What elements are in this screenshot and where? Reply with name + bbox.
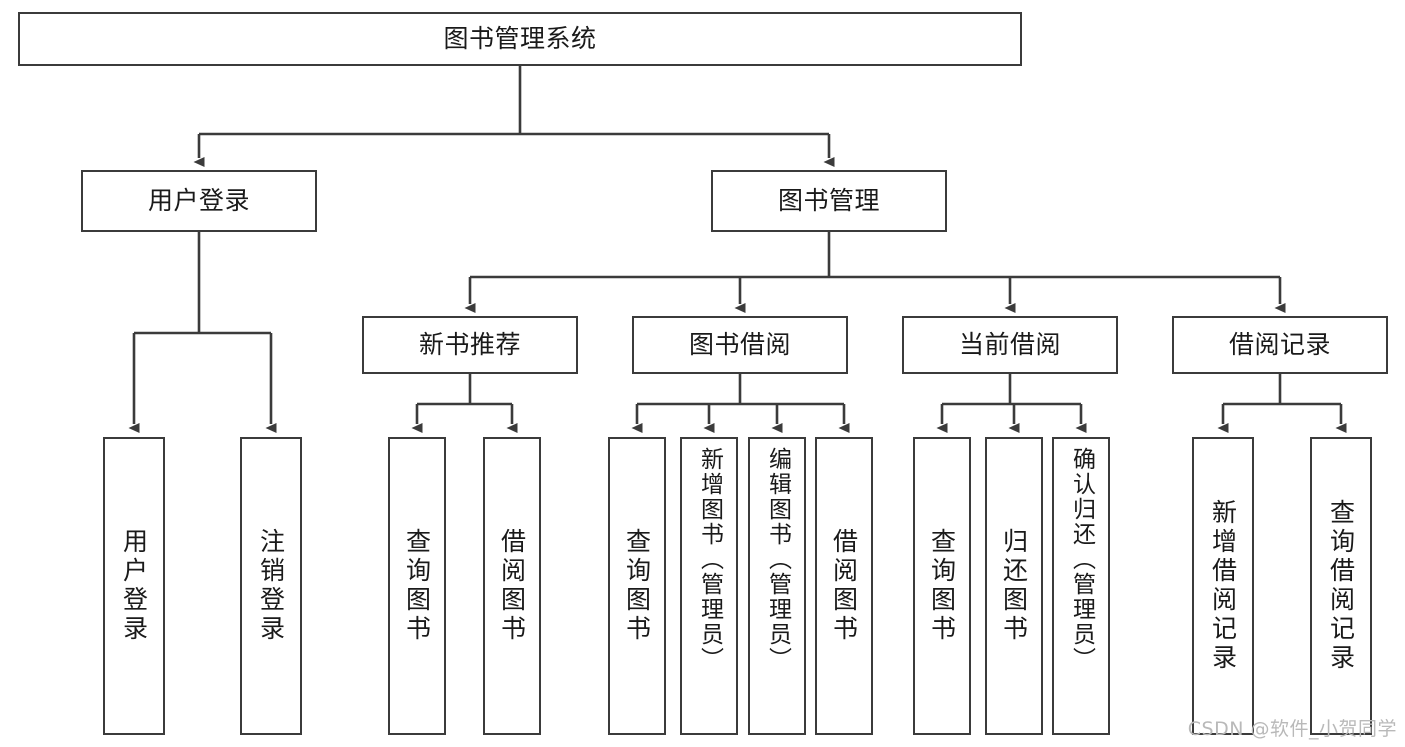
- node-root[interactable]: 图书管理系统: [18, 12, 1022, 66]
- node-leaf-borrow-book-2-label: 借阅图书: [829, 528, 859, 644]
- node-new-book-rec-label: 新书推荐: [418, 330, 521, 360]
- node-leaf-borrow-book-1[interactable]: 借阅图书: [483, 437, 541, 735]
- node-new-book-rec[interactable]: 新书推荐: [362, 316, 578, 374]
- node-leaf-confirm-return-label: 确认归还（管理员）: [1068, 447, 1095, 672]
- node-leaf-query-book-1[interactable]: 查询图书: [388, 437, 446, 735]
- node-leaf-query-book-3[interactable]: 查询图书: [913, 437, 971, 735]
- node-borrow-record[interactable]: 借阅记录: [1172, 316, 1388, 374]
- node-current-borrow-label: 当前借阅: [958, 330, 1061, 360]
- node-book-borrow-label: 图书借阅: [688, 330, 791, 360]
- watermark-text: CSDN @软件_小贺同学: [1187, 718, 1397, 740]
- node-leaf-query-book-3-label: 查询图书: [927, 528, 957, 644]
- node-leaf-user-login-label: 用户登录: [119, 528, 149, 644]
- node-leaf-query-book-2[interactable]: 查询图书: [608, 437, 666, 735]
- node-leaf-query-book-1-label: 查询图书: [402, 528, 432, 644]
- node-user-login-label: 用户登录: [147, 186, 250, 216]
- node-book-manage[interactable]: 图书管理: [711, 170, 947, 232]
- node-leaf-logout[interactable]: 注销登录: [240, 437, 302, 735]
- node-borrow-record-label: 借阅记录: [1228, 330, 1331, 360]
- node-leaf-add-record-label: 新增借阅记录: [1208, 499, 1238, 673]
- node-leaf-return-book[interactable]: 归还图书: [985, 437, 1043, 735]
- node-book-borrow[interactable]: 图书借阅: [632, 316, 848, 374]
- node-leaf-edit-book-label: 编辑图书（管理员）: [764, 447, 791, 672]
- node-leaf-add-book-label: 新增图书（管理员）: [696, 447, 723, 672]
- node-leaf-query-record-label: 查询借阅记录: [1326, 499, 1356, 673]
- node-leaf-confirm-return[interactable]: 确认归还（管理员）: [1052, 437, 1110, 735]
- node-leaf-edit-book[interactable]: 编辑图书（管理员）: [748, 437, 806, 735]
- node-leaf-add-book[interactable]: 新增图书（管理员）: [680, 437, 738, 735]
- node-leaf-borrow-book-2[interactable]: 借阅图书: [815, 437, 873, 735]
- node-leaf-borrow-book-1-label: 借阅图书: [497, 528, 527, 644]
- node-user-login[interactable]: 用户登录: [81, 170, 317, 232]
- node-leaf-add-record[interactable]: 新增借阅记录: [1192, 437, 1254, 735]
- node-book-manage-label: 图书管理: [777, 186, 880, 216]
- node-leaf-logout-label: 注销登录: [256, 528, 286, 644]
- node-leaf-return-book-label: 归还图书: [999, 528, 1029, 644]
- node-leaf-query-record[interactable]: 查询借阅记录: [1310, 437, 1372, 735]
- node-leaf-user-login[interactable]: 用户登录: [103, 437, 165, 735]
- node-current-borrow[interactable]: 当前借阅: [902, 316, 1118, 374]
- node-leaf-query-book-2-label: 查询图书: [622, 528, 652, 644]
- node-root-label: 图书管理系统: [443, 24, 597, 54]
